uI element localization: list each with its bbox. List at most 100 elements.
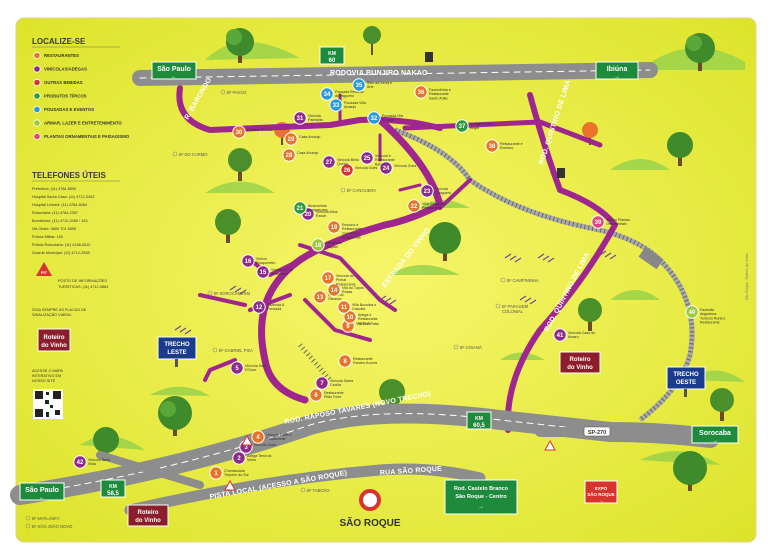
- point-number: 22: [411, 204, 418, 210]
- point-marker[interactable]: [73, 455, 87, 469]
- point-marker[interactable]: [327, 283, 341, 297]
- point-marker[interactable]: [256, 265, 270, 279]
- point-marker[interactable]: [230, 361, 244, 375]
- point-number: 1: [214, 471, 218, 477]
- point-marker[interactable]: [414, 85, 428, 99]
- point-marker[interactable]: [343, 310, 357, 324]
- point-marker[interactable]: [553, 328, 567, 342]
- point-marker[interactable]: [360, 151, 374, 165]
- point-marker[interactable]: [293, 111, 307, 125]
- point-marker[interactable]: [284, 132, 298, 146]
- svg-text:Vista: Vista: [88, 462, 96, 466]
- bairro-labels: Bº PAVÃO Bº DO CARMO Bº CANGUERA Bº SORO…: [25, 89, 539, 529]
- point-marker[interactable]: [340, 163, 354, 177]
- point-marker[interactable]: [282, 148, 296, 162]
- svg-text:Roteiro: Roteiro: [44, 335, 65, 341]
- point-marker[interactable]: [293, 201, 307, 215]
- point-marker[interactable]: [311, 238, 325, 252]
- point-marker[interactable]: [322, 155, 336, 169]
- point-marker[interactable]: [337, 300, 351, 314]
- svg-text:Roteiro: Roteiro: [138, 510, 159, 516]
- svg-text:Bairro: Bairro: [375, 162, 385, 166]
- svg-text:Empório e: Empório e: [342, 223, 358, 227]
- point-marker[interactable]: [485, 139, 499, 153]
- point-marker[interactable]: [313, 290, 327, 304]
- point-marker[interactable]: [591, 215, 605, 229]
- point-marker[interactable]: [352, 78, 366, 92]
- point-marker[interactable]: [315, 376, 329, 390]
- point-marker[interactable]: [309, 388, 323, 402]
- point-label: Cantina Tio Lico: [247, 128, 273, 132]
- svg-text:Restaurante: Restaurante: [353, 357, 373, 361]
- point-marker[interactable]: [320, 87, 334, 101]
- point-marker[interactable]: [232, 451, 246, 465]
- point-marker[interactable]: [209, 466, 223, 480]
- svg-text:Adega Terra do: Adega Terra do: [247, 454, 272, 458]
- phone-item: Polícia Militar: 190: [32, 235, 63, 239]
- point-marker[interactable]: [251, 430, 265, 444]
- svg-text:Arcanjo: Arcanjo: [344, 105, 356, 109]
- point-marker[interactable]: [321, 271, 335, 285]
- qr-code[interactable]: [33, 389, 63, 419]
- point-marker[interactable]: [455, 119, 469, 133]
- point-marker[interactable]: [407, 199, 421, 213]
- svg-text:←: ←: [171, 74, 177, 80]
- point-marker[interactable]: [327, 220, 341, 234]
- point-marker[interactable]: [379, 161, 393, 175]
- point-marker[interactable]: [420, 184, 434, 198]
- point-marker[interactable]: [252, 300, 266, 314]
- point-marker[interactable]: [241, 254, 255, 268]
- point-marker[interactable]: [232, 125, 246, 139]
- point-label: Casa Arcanjo: [299, 135, 320, 139]
- point-marker[interactable]: [367, 111, 381, 125]
- sign-sao-paulo-top: São Paulo ←: [151, 61, 197, 80]
- point-marker[interactable]: [685, 305, 699, 319]
- svg-text:Cascata: Cascata: [352, 307, 365, 311]
- point-marker[interactable]: [329, 98, 343, 112]
- legend-item: PRODUTOS TÍPICOS: [33, 92, 87, 100]
- legend-item-label: RESTAURANTES: [44, 53, 79, 58]
- point-marker[interactable]: [338, 354, 352, 368]
- point-label: Vinícola Góes: [355, 166, 378, 170]
